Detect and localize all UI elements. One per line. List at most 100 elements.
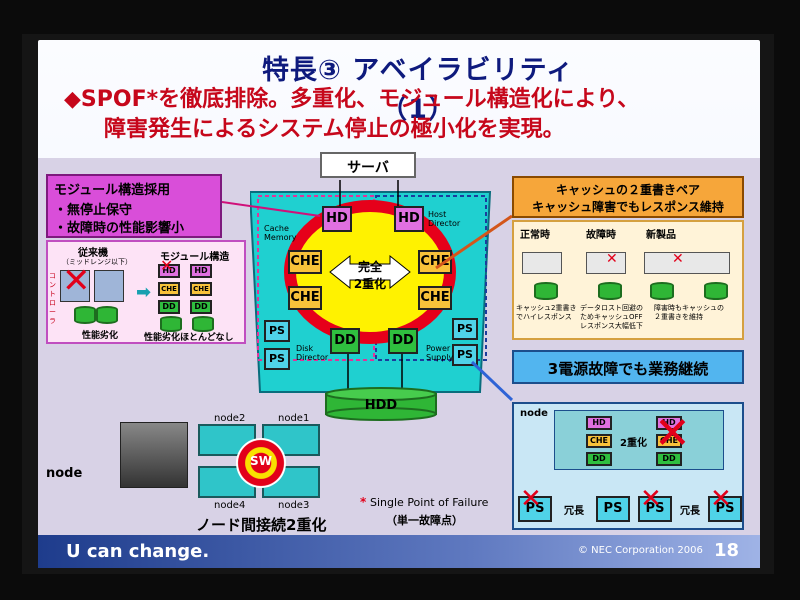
case-failure-disk xyxy=(598,282,622,300)
mod-che-1: CHE xyxy=(158,282,180,296)
case-normal-label: 正常時 xyxy=(520,230,550,241)
pwr-hd-1: HD xyxy=(586,416,612,430)
power-callout-label: 3電源故障でも業務継続 xyxy=(547,360,709,378)
core-che-right-2: CHE xyxy=(418,286,452,310)
center-double-arrow xyxy=(329,254,411,290)
power-node-frame xyxy=(554,410,724,470)
comparison-panel: 従来機 （ミッドレンジ以下） モジュール構造 コントローラ ✕ 性能劣化 ➡ H… xyxy=(46,240,246,344)
cache-callout-box: キャッシュの２重書きペア キャッシュ障害でもレスポンス維持 xyxy=(512,176,744,218)
case-failure-label: 故障時 xyxy=(586,230,616,241)
node1-label: node1 xyxy=(278,413,310,424)
pwr-ps-1-x: ✕ xyxy=(520,484,542,514)
cache-callout-line2: キャッシュ障害でもレスポンス維持 xyxy=(532,200,724,214)
legacy-controller-2 xyxy=(94,270,124,302)
power-supply-label: Power Supply xyxy=(426,344,454,362)
sw-label: SW xyxy=(250,454,272,468)
slide-title: 特長③ アベイラビリティ（1） xyxy=(261,55,575,125)
legacy-fail-x: ✕ xyxy=(62,261,91,301)
hdd-cylinder xyxy=(325,387,437,421)
power-dual-label: 2重化 xyxy=(620,438,647,449)
mod-dd-1: DD xyxy=(158,300,180,314)
pwr-ps-3-x: ✕ xyxy=(640,484,662,514)
legacy-title: 従来機 xyxy=(78,248,108,259)
module-structure-box: モジュール構造採用 ・無停止保守 ・故障時の性能影響小 xyxy=(46,174,222,238)
pwr-che-2: CHE xyxy=(656,434,682,448)
cache-callout-line1: キャッシュの２重書きペア xyxy=(555,183,700,197)
mod-disk-1 xyxy=(160,316,182,332)
power-callout-box: 3電源故障でも業務継続 xyxy=(512,350,744,384)
mod-che-2: CHE xyxy=(190,282,212,296)
mod-hd-2: HD xyxy=(190,264,212,278)
page-number: 18 xyxy=(714,540,740,561)
case-normal-note: キャッシュ2重書き でハイレスポンス xyxy=(516,304,577,321)
cache-cases-panel: 正常時 故障時 新製品 ✕ ✕ キャッシュ2重書き でハイレスポンス データロス… xyxy=(512,220,744,340)
power-callout-line xyxy=(470,360,514,402)
spof-line2: （単一故障点） xyxy=(386,514,463,527)
case-new-note: 障害時もキャッシュの ２重書きを維持 xyxy=(654,304,724,321)
core-ps-left-1: PS xyxy=(264,320,290,342)
case-normal-disk xyxy=(534,282,558,300)
pwr-node-x: ✕ xyxy=(654,408,691,459)
headline-line2: 障害発生によるシステム停止の極小化を実現。 xyxy=(104,117,565,142)
case-failure-fig xyxy=(586,252,626,274)
cache-callout-line xyxy=(435,214,513,270)
server-rack xyxy=(120,422,188,488)
legacy-disk-2 xyxy=(96,306,118,324)
core-center-label: 完全 2重化 xyxy=(353,260,387,291)
pwr-ps-4: PS xyxy=(708,496,742,522)
server-label: サーバ xyxy=(347,160,389,176)
pwr-ps-2: PS xyxy=(596,496,630,522)
mod-disk-2 xyxy=(192,316,214,332)
core-ps-right-1: PS xyxy=(452,318,478,340)
mod-dd-2: DD xyxy=(190,300,212,314)
pwr-hd-2: HD xyxy=(656,416,682,430)
core-dd-right: DD xyxy=(388,328,418,354)
case-new-disk-2 xyxy=(704,282,728,300)
core-che-right-1: CHE xyxy=(418,250,452,274)
legacy-result: 性能劣化 xyxy=(82,331,119,341)
module-heading: モジュール構造採用 xyxy=(54,183,171,198)
cache-memory-label: Cache Memory xyxy=(264,224,297,242)
core-che-left-2: CHE xyxy=(288,286,322,310)
pwr-ps-1: PS xyxy=(518,496,552,522)
mod-fail-x: ✕ xyxy=(160,256,174,275)
legacy-subtitle: （ミッドレンジ以下） xyxy=(62,258,132,266)
spof-star: * xyxy=(360,495,367,509)
sw-circle xyxy=(236,438,286,488)
hdd-label: HDD xyxy=(364,398,398,413)
footer-bar: U can change. © NEC Corporation 2006 18 xyxy=(38,535,760,568)
case-new-label: 新製品 xyxy=(646,230,676,241)
pwr-ps-4-x: ✕ xyxy=(710,484,732,514)
node-connection-caption: ノード間接続2重化 xyxy=(196,516,327,534)
pwr-che-1: CHE xyxy=(586,434,612,448)
node4-label: node4 xyxy=(214,500,246,511)
callout-arrows xyxy=(222,201,514,402)
core-ps-left-2: PS xyxy=(264,348,290,370)
pwr-dd-2: DD xyxy=(656,452,682,466)
module-item-1: ・無停止保守 xyxy=(54,203,133,218)
headline-bullet: ◆SPOF*を徹底排除。多重化、モジュール構造化により、 障害発生によるシステム… xyxy=(64,85,744,145)
module-callout-line xyxy=(222,201,321,217)
case-normal-fig xyxy=(522,252,562,274)
spof-line1: Single Point of Failure xyxy=(370,496,489,509)
pwr-redundant-2: 冗長 xyxy=(680,506,700,517)
case-new-fig xyxy=(644,252,730,274)
pwr-ps-3: PS xyxy=(638,496,672,522)
footer-copyright: © NEC Corporation 2006 xyxy=(578,545,703,556)
core-hd-right: HD xyxy=(394,206,424,232)
core-hd-left: HD xyxy=(322,206,352,232)
core-dd-left: DD xyxy=(330,328,360,354)
disk-director-label: Disk Director xyxy=(296,344,329,362)
legacy-controller xyxy=(60,270,90,302)
pwr-dd-1: DD xyxy=(586,452,612,466)
node2-label: node2 xyxy=(214,413,246,424)
power-panel: node HD CHE DD 2重化 HD CHE DD ✕ PS ✕ 冗長 P… xyxy=(512,402,744,530)
server-box: サーバ xyxy=(320,152,416,178)
case-failure-x: ✕ xyxy=(606,251,618,267)
pwr-redundant-1: 冗長 xyxy=(564,506,584,517)
modular-result: 性能劣化ほとんどなし xyxy=(144,333,234,343)
compare-arrow: ➡ xyxy=(136,282,152,303)
module-item-2: ・故障時の性能影響小 xyxy=(54,221,185,236)
node-pointer-label: node xyxy=(46,466,83,481)
node3-label: node3 xyxy=(278,500,310,511)
